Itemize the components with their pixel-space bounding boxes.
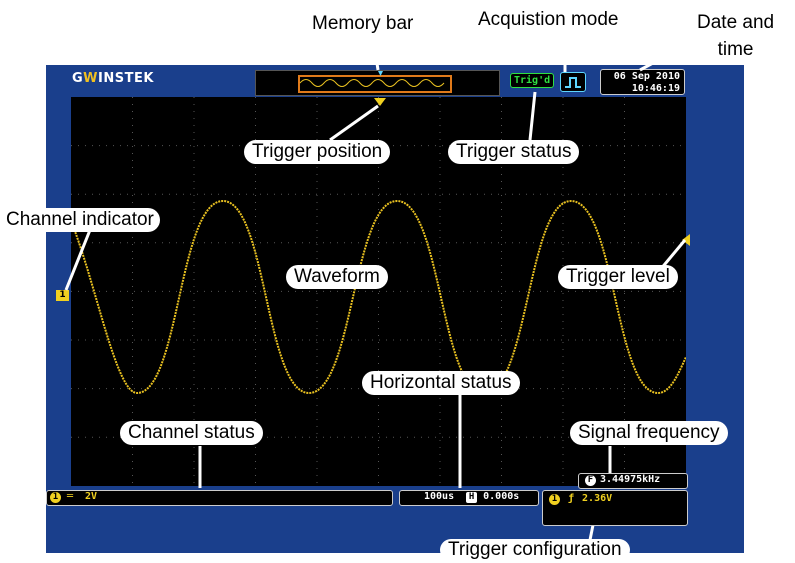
memory-bar <box>255 70 500 96</box>
date-text: 06 Sep 2010 <box>613 71 680 82</box>
trigger-level-marker <box>682 234 690 246</box>
trigger-level-value: 2.36V <box>582 493 613 504</box>
trigger-configuration-callout: Trigger configuration <box>440 539 630 561</box>
rising-edge-icon: ƒ <box>568 493 575 504</box>
channel-indicator-callout: Channel indicator <box>0 208 160 232</box>
horizontal-status-bar: 100us H 0.000s <box>399 490 539 506</box>
frequency-value: 3.44975kHz <box>600 474 661 485</box>
date-time-display: 06 Sep 2010 10:46:19 <box>600 69 685 95</box>
date-time-line2: time <box>717 39 754 60</box>
date-time-line1: Date and <box>697 12 775 33</box>
frequency-icon: F <box>585 475 596 486</box>
channel-status-bar: 1 ═ 2V <box>46 490 393 506</box>
acquisition-mode-icon <box>560 72 586 92</box>
signal-frequency-callout: Signal frequency <box>570 421 728 445</box>
time-text: 10:46:19 <box>631 83 680 94</box>
dc-coupling-icon: ═ <box>67 491 74 502</box>
date-time-annotation: Date and time <box>697 9 774 63</box>
trigger-position-marker <box>374 98 386 106</box>
trigger-status-callout: Trigger status <box>448 140 580 164</box>
channel-indicator-marker: 1 <box>56 290 69 301</box>
trigger-status-badge: Trig'd <box>510 73 555 88</box>
memory-bar-annotation: Memory bar <box>312 13 414 34</box>
trigger-source-icon: 1 <box>549 494 560 505</box>
trigger-level-callout: Trigger level <box>558 265 678 289</box>
volts-per-div: 2V <box>85 491 98 502</box>
waveform-callout: Waveform <box>286 265 388 289</box>
horizontal-position-value: 0.000s <box>483 491 520 502</box>
channel-1-icon: 1 <box>50 492 61 503</box>
timebase-value: 100us <box>424 491 455 502</box>
trigger-position-callout: Trigger position <box>244 140 391 164</box>
signal-frequency-readout: F 3.44975kHz <box>578 473 688 489</box>
memory-waveform <box>299 71 445 87</box>
memory-window <box>298 75 452 93</box>
brand-logo: GWINSTEK <box>72 71 154 86</box>
channel-status-callout: Channel status <box>120 421 263 445</box>
acquisition-mode-annotation: Acquistion mode <box>478 9 619 30</box>
horizontal-mode-icon: H <box>466 492 478 503</box>
waveform-trace <box>71 199 686 395</box>
horizontal-status-callout: Horizontal status <box>362 371 520 395</box>
